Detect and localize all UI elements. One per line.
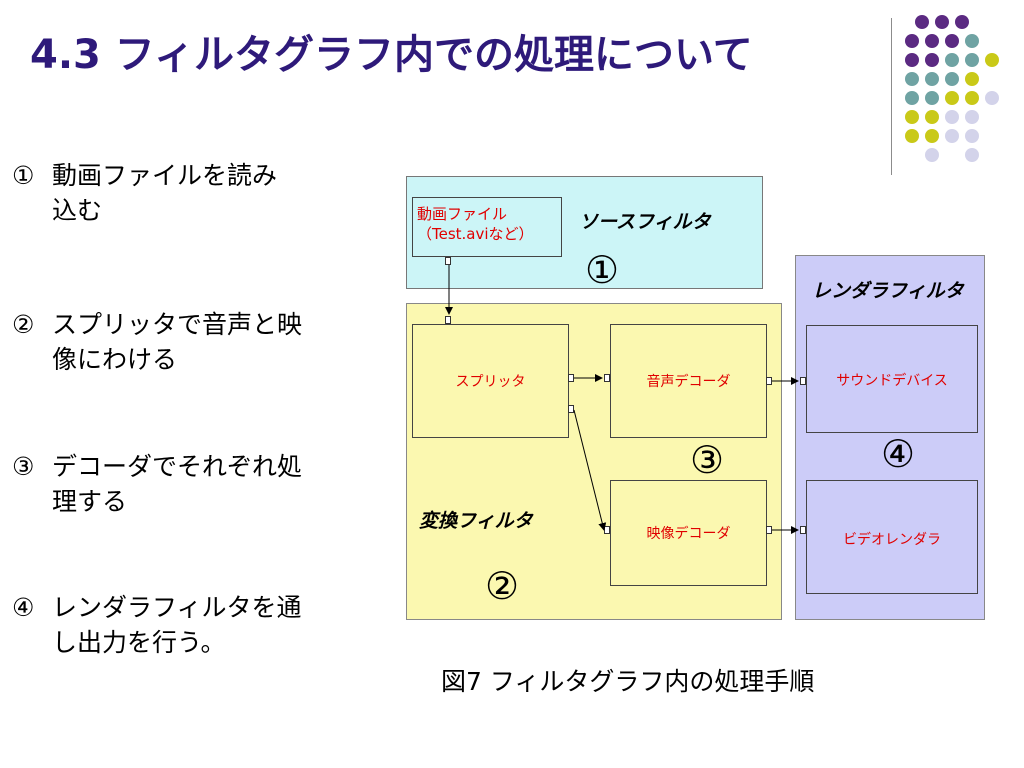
audio-decoder-label: 音声デコーダ	[646, 374, 731, 390]
decorative-dot	[925, 148, 939, 162]
step-marker-2: ②	[485, 564, 520, 608]
decorative-dot	[905, 53, 919, 67]
decorative-dot	[945, 129, 959, 143]
title-divider	[891, 18, 892, 175]
file-output-pin	[445, 257, 451, 265]
bullet-number: ④	[12, 593, 35, 622]
decorative-dot	[905, 91, 919, 105]
bullet-number: ③	[12, 452, 35, 481]
source-filter-label: ソースフィルタ	[579, 211, 711, 233]
video-decoder-input-pin	[604, 526, 610, 534]
decorative-dot	[905, 72, 919, 86]
audio-decoder-output-pin	[766, 377, 772, 385]
splitter-label: スプリッタ	[455, 374, 526, 390]
bullet-text-line2: 理する	[52, 487, 128, 516]
decorative-dot	[965, 34, 979, 48]
decorative-dot	[915, 15, 929, 29]
decorative-dot	[965, 129, 979, 143]
sound-device-node: サウンドデバイス	[806, 325, 978, 433]
decorative-dot	[945, 72, 959, 86]
figure-caption: 図7 フィルタグラフ内の処理手順	[441, 667, 815, 696]
decorative-dot	[955, 15, 969, 29]
bullet-item-2: ② スプリッタで音声と映 像にわける	[12, 307, 382, 377]
video-decoder-node: 映像デコーダ	[610, 480, 767, 586]
decorative-dot-grid	[0, 0, 1024, 200]
step-marker-1: ①	[585, 248, 620, 292]
decorative-dot	[905, 110, 919, 124]
decorative-dot	[945, 34, 959, 48]
decorative-dot	[965, 110, 979, 124]
renderer-filter-box: レンダラフィルタ サウンドデバイス ビデオレンダラ ④	[795, 255, 985, 620]
convert-filter-box: スプリッタ 音声デコーダ 映像デコーダ 変換フィルタ ② ③	[406, 303, 782, 620]
decorative-dot	[905, 34, 919, 48]
step-marker-3: ③	[690, 438, 725, 482]
bullet-text-line1: デコーダでそれぞれ処	[52, 452, 303, 481]
decorative-dot	[925, 91, 939, 105]
bullet-item-3: ③ デコーダでそれぞれ処 理する	[12, 449, 382, 519]
decorative-dot	[935, 15, 949, 29]
decorative-dot	[945, 110, 959, 124]
decorative-dot	[965, 53, 979, 67]
bullet-text-line2: し出力を行う。	[52, 628, 226, 657]
bullet-number: ①	[12, 161, 35, 190]
decorative-dot	[925, 53, 939, 67]
video-renderer-input-pin	[800, 526, 806, 534]
bullet-text-line2: 像にわける	[52, 345, 178, 374]
decorative-dot	[965, 72, 979, 86]
video-decoder-label: 映像デコーダ	[646, 526, 731, 542]
splitter-input-pin	[445, 316, 451, 324]
source-filter-box: 動画ファイル （Test.aviなど） ソースフィルタ ①	[406, 176, 763, 292]
decorative-dot	[925, 129, 939, 143]
video-renderer-label: ビデオレンダラ	[843, 532, 941, 548]
decorative-dot	[965, 91, 979, 105]
bullet-text-line2: 込む	[52, 196, 103, 225]
sound-device-label: サウンドデバイス	[836, 373, 948, 389]
splitter-video-output-pin	[568, 405, 574, 413]
renderer-filter-label: レンダラフィルタ	[812, 280, 964, 302]
decorative-dot	[925, 72, 939, 86]
audio-decoder-input-pin	[604, 374, 610, 382]
video-renderer-node: ビデオレンダラ	[806, 480, 978, 594]
decorative-dot	[925, 110, 939, 124]
splitter-audio-output-pin	[568, 374, 574, 382]
sound-device-input-pin	[800, 377, 806, 385]
video-file-label-line2: （Test.aviなど）	[417, 225, 534, 243]
bullet-text-line1: スプリッタで音声と映	[52, 310, 303, 339]
decorative-dot	[945, 53, 959, 67]
step-marker-4: ④	[881, 432, 916, 476]
splitter-node: スプリッタ	[412, 324, 569, 438]
decorative-dot	[965, 148, 979, 162]
decorative-dot	[925, 34, 939, 48]
decorative-dot	[945, 91, 959, 105]
bullet-number: ②	[12, 310, 35, 339]
convert-filter-label: 変換フィルタ	[419, 510, 533, 532]
video-file-label: 動画ファイル （Test.aviなど）	[417, 204, 534, 244]
decorative-dot	[985, 91, 999, 105]
video-decoder-output-pin	[766, 526, 772, 534]
audio-decoder-node: 音声デコーダ	[610, 324, 767, 438]
decorative-dot	[985, 53, 999, 67]
video-file-label-line1: 動画ファイル	[417, 205, 508, 223]
bullet-text-line1: レンダラフィルタを通	[52, 593, 302, 622]
bullet-item-1: ① 動画ファイルを読み 込む	[12, 158, 382, 228]
decorative-dot	[905, 129, 919, 143]
bullet-item-4: ④ レンダラフィルタを通 し出力を行う。	[12, 590, 382, 660]
video-file-node: 動画ファイル （Test.aviなど）	[412, 197, 562, 257]
bullet-text-line1: 動画ファイルを読み	[52, 161, 278, 190]
slide-title: 4.3 フィルタグラフ内での処理について	[30, 32, 753, 78]
